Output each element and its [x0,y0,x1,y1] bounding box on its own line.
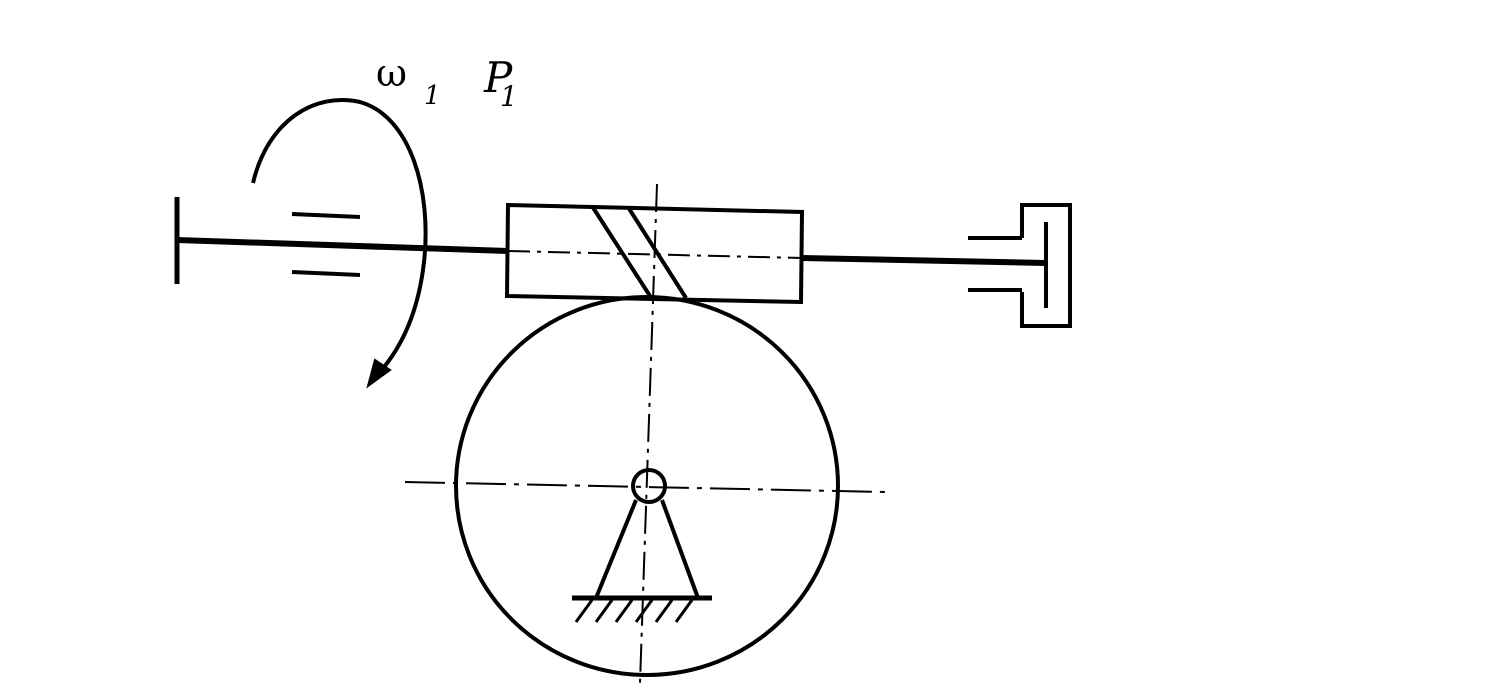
power-subscript: 1 [500,80,518,113]
ground-hatching [574,599,694,623]
power-symbol: P [483,53,513,102]
rotation-arrowhead [366,358,392,389]
support-leg-left [594,499,638,599]
worm-shaft-right [801,255,1047,266]
rotation-arrow [251,98,428,376]
power-label: P 1 [483,53,518,113]
worm-thread-line-2 [626,205,688,300]
horizontal-centerline [404,481,887,493]
worm-axis-centerline [507,250,803,259]
worm-shaft-left [176,237,509,254]
left-bearing-lower [291,270,361,277]
worm-thread-line-1 [590,204,652,298]
right-thrust-bearing [1020,203,1072,328]
worm-body [504,202,805,305]
omega-subscript: 1 [424,81,441,111]
support-leg-right [660,499,700,599]
omega-symbol: ω [376,51,407,95]
omega-label: ω 1 [376,51,441,111]
left-bearing-upper [291,212,361,219]
vertical-centerline [639,183,658,684]
worm-wheel [454,295,840,677]
wheel-pivot [631,468,667,504]
